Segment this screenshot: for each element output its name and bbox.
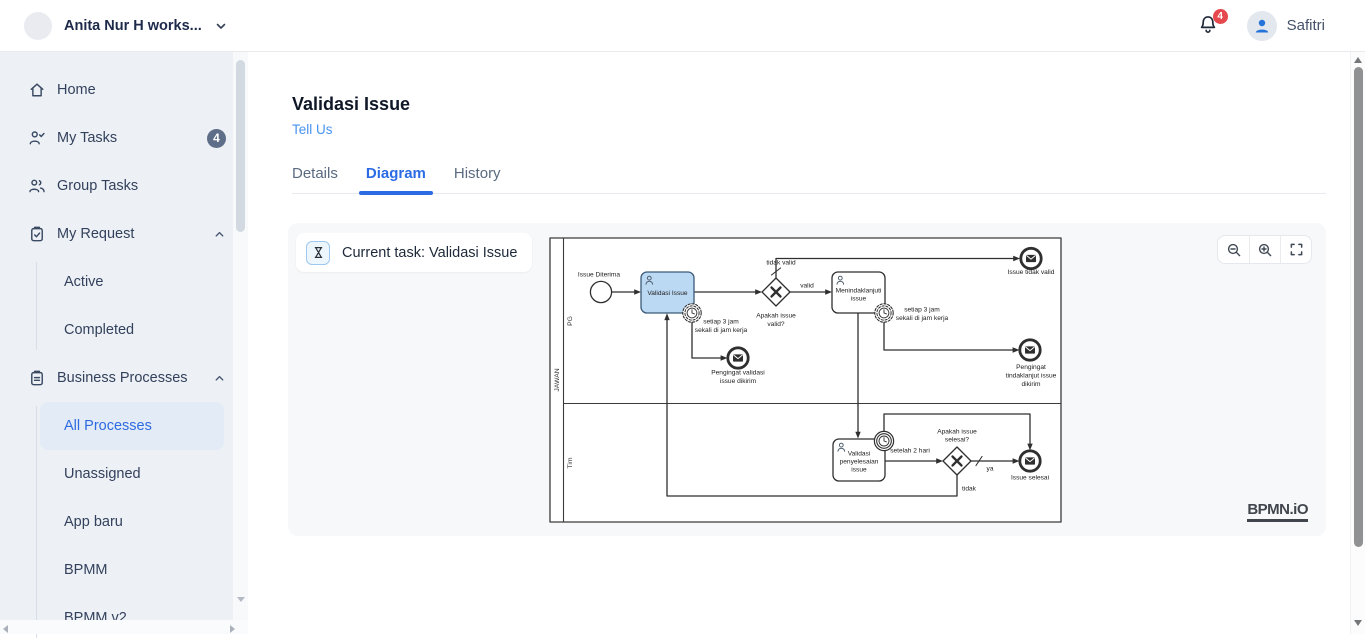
clipboard-check-icon xyxy=(28,225,46,243)
page-scroll-down-arrow[interactable] xyxy=(1354,620,1362,626)
sidebar-item-label: Business Processes xyxy=(57,370,202,386)
svg-text:Issue tidak valid: Issue tidak valid xyxy=(1008,269,1055,276)
notifications-button[interactable]: 4 xyxy=(1197,14,1221,38)
svg-text:dikirim: dikirim xyxy=(1021,381,1041,388)
svg-text:ya: ya xyxy=(987,466,994,473)
svg-text:valid?: valid? xyxy=(767,321,785,328)
svg-text:Issue Diterima: Issue Diterima xyxy=(578,272,620,279)
notification-badge: 4 xyxy=(1213,9,1228,24)
diagram-controls xyxy=(1217,235,1312,264)
people-icon xyxy=(28,177,46,195)
svg-text:sekali di jam kerja: sekali di jam kerja xyxy=(695,327,748,334)
chevron-up-icon xyxy=(213,372,226,385)
sidebar-item-completed[interactable]: Completed xyxy=(40,306,224,354)
sidebar-item-label: Group Tasks xyxy=(57,178,226,194)
svg-text:Apakah issue: Apakah issue xyxy=(937,429,977,436)
workspace-switcher[interactable]: Anita Nur H works... xyxy=(24,12,228,40)
clipboard-list-icon xyxy=(28,369,46,387)
sidebar-item-label: Home xyxy=(57,82,226,98)
sidebar-horizontal-scrollbar[interactable] xyxy=(0,620,248,634)
svg-text:tidak valid: tidak valid xyxy=(766,260,796,267)
business-processes-children: All Processes Unassigned App baru BPMM B… xyxy=(0,402,248,642)
sidebar-item-my-request[interactable]: My Request xyxy=(0,210,248,258)
sidebar-scroll-right-arrow[interactable] xyxy=(230,625,235,633)
bpmn-boundary-timer-menindaklanjuti: setiap 3 jam sekali di jam kerja xyxy=(875,304,949,322)
svg-text:issue: issue xyxy=(851,296,867,303)
my-tasks-count-badge: 4 xyxy=(207,129,226,148)
sidebar-item-bpmm-v2[interactable]: BPMM v2 xyxy=(40,594,224,642)
sidebar-item-business-processes[interactable]: Business Processes xyxy=(0,354,248,402)
tab-history[interactable]: History xyxy=(454,165,501,193)
svg-text:issue dikirim: issue dikirim xyxy=(720,378,757,385)
svg-text:Validasi: Validasi xyxy=(848,451,871,458)
svg-text:tidak: tidak xyxy=(962,486,977,493)
sidebar-scrollbar-thumb[interactable] xyxy=(236,60,245,232)
tab-bar: Details Diagram History xyxy=(292,165,1326,194)
chevron-up-icon xyxy=(213,228,226,241)
sidebar-item-active[interactable]: Active xyxy=(40,258,224,306)
svg-text:valid: valid xyxy=(800,283,814,290)
svg-text:Pengingat validasi: Pengingat validasi xyxy=(711,370,765,377)
svg-text:issue: issue xyxy=(851,467,867,474)
person-icon xyxy=(1252,16,1272,36)
fullscreen-button[interactable] xyxy=(1280,236,1311,263)
svg-text:Menindaklanjuti: Menindaklanjuti xyxy=(836,288,882,295)
sidebar-item-label: My Request xyxy=(57,226,202,242)
workspace-avatar xyxy=(24,12,52,40)
current-task-label: Current task: Validasi Issue xyxy=(342,245,517,261)
sidebar-item-my-tasks[interactable]: My Tasks 4 xyxy=(0,114,248,162)
pool-label: JAWAN xyxy=(554,368,561,391)
svg-text:tindaklanjut issue: tindaklanjut issue xyxy=(1006,372,1057,379)
top-bar: Anita Nur H works... 4 Safitri xyxy=(0,0,1365,52)
lane-label-pg: PG xyxy=(567,316,574,326)
sidebar-item-unassigned[interactable]: Unassigned xyxy=(40,450,224,498)
zoom-in-button[interactable] xyxy=(1249,236,1280,263)
sidebar-vertical-scrollbar[interactable] xyxy=(233,52,248,620)
svg-text:setiap 3 jam: setiap 3 jam xyxy=(904,307,940,314)
sidebar-item-bpmm[interactable]: BPMM xyxy=(40,546,224,594)
chevron-down-icon xyxy=(214,19,228,33)
tab-diagram[interactable]: Diagram xyxy=(366,165,426,193)
person-check-icon xyxy=(28,129,46,147)
main-content: Validasi Issue Tell Us Details Diagram H… xyxy=(248,52,1350,634)
svg-text:sekali di jam kerja: sekali di jam kerja xyxy=(896,315,949,322)
zoom-out-button[interactable] xyxy=(1218,236,1249,263)
page-title: Validasi Issue xyxy=(292,94,1350,115)
bpmn-pool: JAWAN PG Tim xyxy=(550,238,1061,522)
svg-text:Validasi Issue: Validasi Issue xyxy=(647,290,688,297)
lane-label-tim: Tim xyxy=(567,457,574,468)
tab-details[interactable]: Details xyxy=(292,165,338,193)
workspace-name: Anita Nur H works... xyxy=(64,18,202,34)
current-task-chip: Current task: Validasi Issue xyxy=(296,233,532,272)
hourglass-icon xyxy=(306,241,330,265)
svg-text:selesai?: selesai? xyxy=(945,437,970,444)
bpmn-canvas[interactable]: JAWAN PG Tim xyxy=(549,237,1062,523)
svg-text:Issue selesai: Issue selesai xyxy=(1011,475,1050,482)
sidebar-scroll-left-arrow[interactable] xyxy=(3,625,8,633)
page-scrollbar-thumb[interactable] xyxy=(1354,67,1363,547)
sidebar-item-all-processes[interactable]: All Processes xyxy=(40,402,224,450)
my-request-children: Active Completed xyxy=(0,258,248,354)
svg-text:setelah 2 hari: setelah 2 hari xyxy=(890,448,930,455)
bpmn-io-logo[interactable]: BPMN.iO xyxy=(1247,501,1308,522)
sidebar-scroll-down-arrow[interactable] xyxy=(237,597,245,602)
sidebar-item-app-baru[interactable]: App baru xyxy=(40,498,224,546)
sidebar: Home My Tasks 4 Group Tasks My Request xyxy=(0,52,248,634)
process-link[interactable]: Tell Us xyxy=(292,122,333,137)
sidebar-item-home[interactable]: Home xyxy=(0,66,248,114)
page-vertical-scrollbar[interactable] xyxy=(1350,52,1365,634)
svg-text:penyelesaian: penyelesaian xyxy=(840,459,879,466)
user-menu[interactable]: Safitri xyxy=(1247,11,1325,41)
sidebar-item-label: My Tasks xyxy=(57,130,196,146)
page-scroll-up-arrow[interactable] xyxy=(1354,57,1362,63)
home-icon xyxy=(28,81,46,99)
user-avatar xyxy=(1247,11,1277,41)
svg-text:Apakah issue: Apakah issue xyxy=(756,313,796,320)
diagram-panel: Current task: Validasi Issue xyxy=(288,223,1326,536)
sidebar-item-group-tasks[interactable]: Group Tasks xyxy=(0,162,248,210)
svg-text:setiap 3 jam: setiap 3 jam xyxy=(703,319,739,326)
svg-text:Pengingat: Pengingat xyxy=(1016,364,1046,371)
user-name: Safitri xyxy=(1287,17,1325,34)
